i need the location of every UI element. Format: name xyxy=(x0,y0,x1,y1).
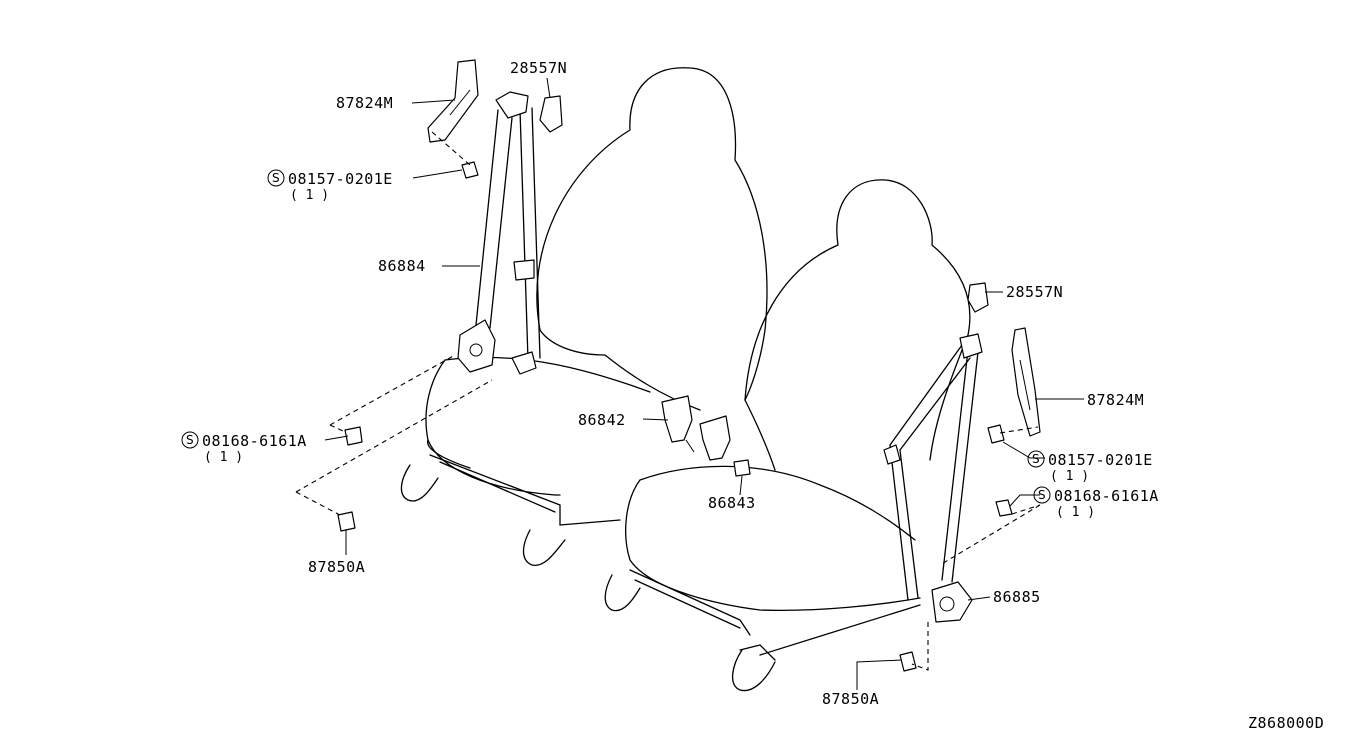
part-labels: 28557N 87824M S 08157-0201E ( 1 ) 86884 … xyxy=(181,59,1324,732)
standard-part-marker-icon xyxy=(1033,486,1051,504)
left-clip-28557N xyxy=(539,95,563,133)
left-seat xyxy=(400,67,768,566)
left-bolt-08168 xyxy=(344,426,363,446)
fastener-paths xyxy=(295,131,1041,671)
right-anchor-adjuster-87824M xyxy=(1011,327,1041,437)
label-87850A-left: 87850A xyxy=(308,558,365,576)
s-marker-3: S xyxy=(1032,452,1040,466)
standard-part-marker-icon xyxy=(181,431,199,449)
right-bolt-08168 xyxy=(995,499,1013,517)
diagram-id: Z868000D xyxy=(1248,714,1324,732)
label-87850A-right: 87850A xyxy=(822,690,879,708)
qty-08157-right: ( 1 ) xyxy=(1050,469,1089,484)
left-bolt-08157 xyxy=(461,161,479,179)
qty-08168-right: ( 1 ) xyxy=(1056,505,1095,520)
right-clip-28557N xyxy=(967,282,989,313)
label-08157-right: 08157-0201E xyxy=(1048,451,1153,469)
qty-08157-left: ( 1 ) xyxy=(290,188,329,203)
standard-part-marker-icon xyxy=(1027,450,1045,468)
label-86885: 86885 xyxy=(993,588,1041,606)
left-bolt-87850A xyxy=(337,511,356,532)
label-08157-left: 08157-0201E xyxy=(288,170,393,188)
s-marker-2: S xyxy=(186,433,194,447)
right-seat xyxy=(604,179,971,692)
label-28557N-right: 28557N xyxy=(1006,283,1063,301)
label-86843: 86843 xyxy=(708,494,756,512)
leader-lines xyxy=(324,77,1084,690)
buckle-86842 xyxy=(661,395,695,453)
label-08168-right: 08168-6161A xyxy=(1054,487,1159,505)
s-marker-1: S xyxy=(272,171,280,185)
qty-08168-left: ( 1 ) xyxy=(204,450,243,465)
label-86842: 86842 xyxy=(578,411,626,429)
s-marker-4: S xyxy=(1038,488,1046,502)
left-anchor-adjuster-87824M xyxy=(427,59,479,143)
right-bolt-08157 xyxy=(987,424,1005,444)
label-86884: 86884 xyxy=(378,257,426,275)
label-08168-left: 08168-6161A xyxy=(202,432,307,450)
buckle-86843 xyxy=(699,415,751,477)
label-87824M-left: 87824M xyxy=(336,94,393,112)
standard-part-marker-icon xyxy=(267,169,285,187)
label-28557N-left: 28557N xyxy=(510,59,567,77)
left-seat-belt-86884 xyxy=(457,91,541,375)
right-bolt-87850A xyxy=(899,651,917,672)
right-seat-belt-86885 xyxy=(883,333,983,623)
label-87824M-right: 87824M xyxy=(1087,391,1144,409)
